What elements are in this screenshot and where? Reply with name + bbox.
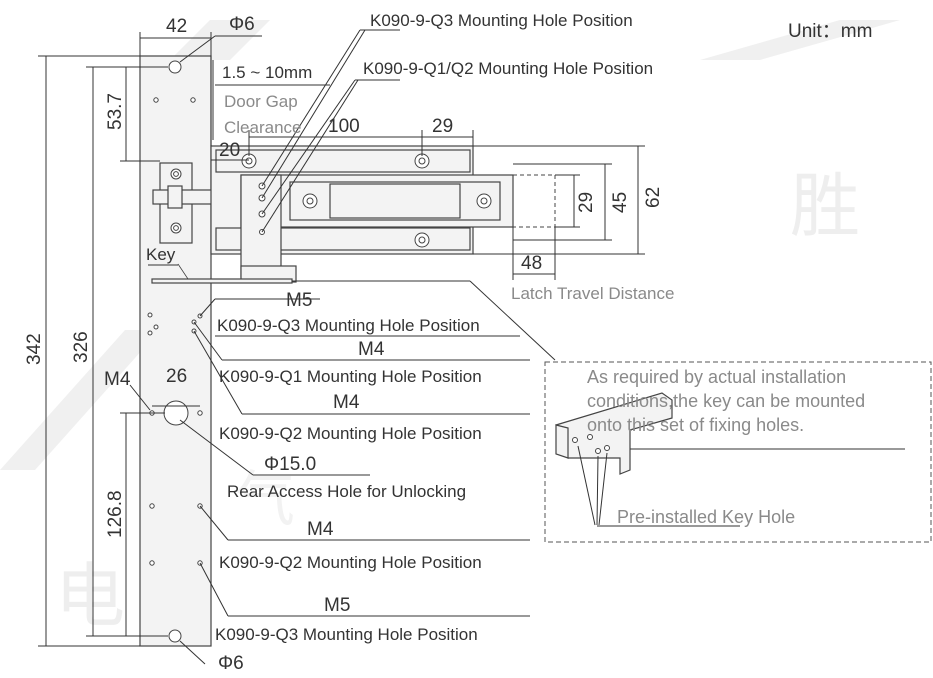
dim-top-width: 42 — [166, 16, 187, 37]
note-line-2: conditions,the key can be mounted — [587, 391, 865, 411]
note-line-3: onto this set of fixing holes. — [587, 415, 804, 435]
dim-bottom-hole: Φ6 — [218, 653, 244, 674]
watermark: 胜 电 气 — [0, 20, 900, 635]
dim-62: 62 — [643, 187, 664, 208]
dim-126-8: 126.8 — [105, 490, 126, 538]
rear-access-hole — [163, 400, 189, 426]
dim-45: 45 — [610, 192, 631, 213]
watermark-char-2: 电 — [55, 557, 125, 635]
dim-26: 26 — [166, 366, 187, 387]
dim-20: 20 — [219, 140, 240, 161]
label-key: Key — [146, 245, 176, 264]
label-m5-b: M5 — [324, 595, 350, 616]
dim-53-7: 53.7 — [105, 93, 126, 130]
label-m4-a: M4 — [358, 339, 385, 360]
label-q1-mid: K090-9-Q1 Mounting Hole Position — [219, 367, 482, 386]
mounting-plate — [139, 55, 212, 647]
label-m5-a: M5 — [286, 290, 312, 311]
label-q1q2-top: K090-9-Q1/Q2 Mounting Hole Position — [363, 59, 653, 78]
label-q3-top: K090-9-Q3 Mounting Hole Position — [370, 11, 633, 30]
latch — [240, 174, 556, 283]
label-rear-access: Rear Access Hole for Unlocking — [227, 482, 466, 501]
note-line-1: As required by actual installation — [587, 367, 846, 387]
watermark-char-3: 气 — [235, 466, 295, 533]
label-m4-c: M4 — [307, 519, 334, 540]
label-q2-low: K090-9-Q2 Mounting Hole Position — [219, 553, 482, 572]
dim-326: 326 — [71, 331, 92, 363]
label-q2-mid: K090-9-Q2 Mounting Hole Position — [219, 424, 482, 443]
watermark-char-1: 胜 — [790, 167, 860, 245]
key-mount-note: As required by actual installation condi… — [544, 361, 932, 543]
top-hole-6mm — [168, 60, 182, 74]
unit-label: Unit：mm — [788, 21, 872, 42]
dim-342: 342 — [24, 333, 45, 365]
clearance-label: Clearance — [224, 118, 302, 137]
dimension-lines — [38, 29, 645, 665]
dim-48: 48 — [521, 253, 542, 274]
dim-29-top: 29 — [432, 116, 453, 137]
dim-100: 100 — [328, 116, 360, 137]
dim-key-hole: Φ15.0 — [264, 454, 316, 475]
dim-m4-left: M4 — [104, 369, 131, 390]
note-preinstalled: Pre-installed Key Hole — [617, 507, 795, 527]
label-m4-b: M4 — [333, 392, 360, 413]
door-gap-label: Door Gap — [224, 92, 298, 111]
label-q3-low: K090-9-Q3 Mounting Hole Position — [215, 625, 478, 644]
dim-gap-range: 1.5 ~ 10mm — [222, 63, 312, 82]
dim-top-hole: Φ6 — [229, 14, 255, 35]
key-holder-bracket — [152, 162, 214, 244]
bottom-hole-6mm — [168, 629, 182, 643]
label-q3-mid: K090-9-Q3 Mounting Hole Position — [217, 316, 480, 335]
dim-29-vertical: 29 — [576, 192, 597, 213]
label-latch-travel: Latch Travel Distance — [511, 284, 674, 303]
